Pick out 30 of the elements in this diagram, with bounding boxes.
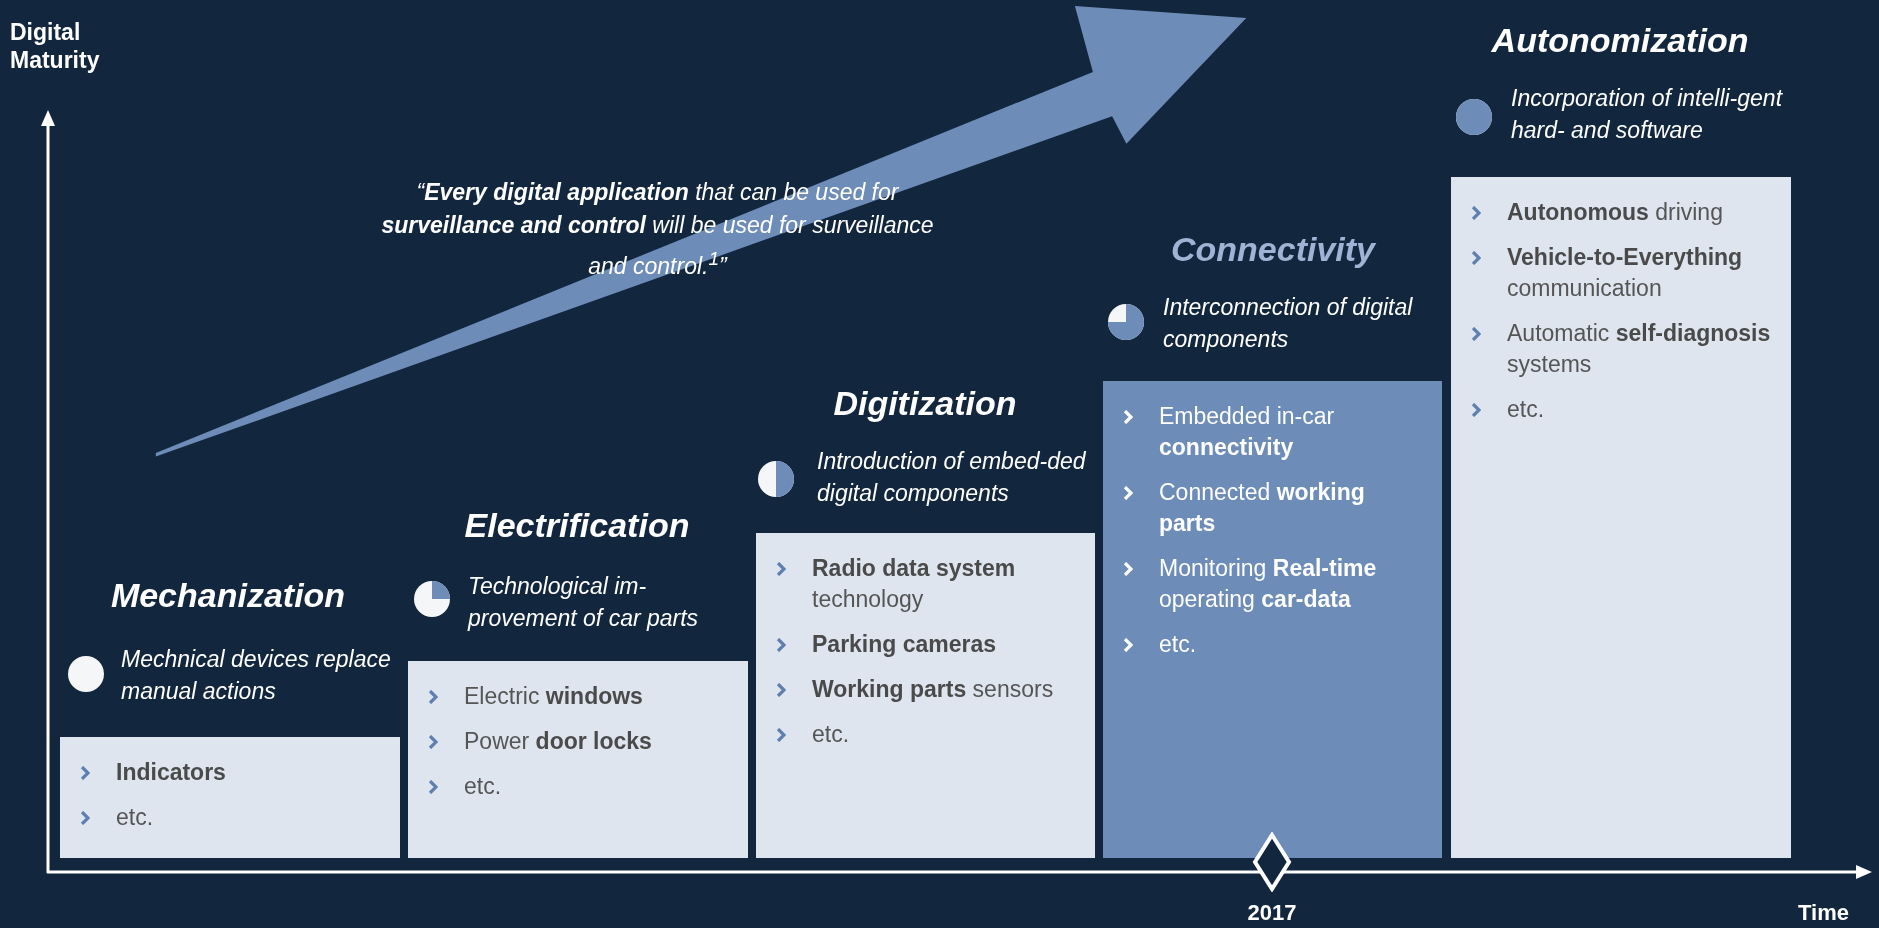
axis-title: Time bbox=[1798, 900, 1850, 926]
list-item-text: Vehicle-to-Everything communication bbox=[1507, 243, 1744, 303]
stage-title: Electrification bbox=[463, 505, 691, 545]
list-item-text: etc. bbox=[1159, 630, 1198, 659]
list-item-text: Radio data system technology bbox=[812, 554, 1017, 614]
list-item-text: Connected working parts bbox=[1159, 478, 1366, 538]
list-item-text: Embedded in-car connectivity bbox=[1159, 402, 1336, 462]
list-item-text: Indicators bbox=[116, 758, 227, 787]
list-item-text: Working parts sensors bbox=[812, 675, 1055, 704]
list-item-text: etc. bbox=[1507, 395, 1546, 424]
list-item-text: Electric windows bbox=[464, 682, 644, 711]
list-item-text: Parking cameras bbox=[812, 630, 998, 659]
list-item-text: Automatic self-diagnosis systems bbox=[1507, 319, 1772, 379]
stage-title: Mechanization bbox=[109, 575, 347, 615]
list-item-text: etc. bbox=[812, 720, 851, 749]
stage-title: Connectivity bbox=[1169, 229, 1377, 269]
stage-description: Interconnection of digital components bbox=[1163, 293, 1414, 354]
stage-description: Introduction of embed-ded digital components bbox=[817, 447, 1087, 508]
list-item-text: Autonomous driving bbox=[1507, 198, 1724, 227]
stage-title: Autonomization bbox=[1490, 20, 1750, 60]
stage-description: Technological im-provement of car parts bbox=[468, 572, 700, 633]
year-label: 2017 bbox=[1246, 900, 1298, 926]
stage-description: Incorporation of intelli-gent hard- and software bbox=[1511, 84, 1784, 145]
list-item-text: etc. bbox=[116, 803, 155, 832]
list-item-text: Monitoring Real-time operating car-data bbox=[1159, 554, 1378, 614]
stage-description: Mechnical devices replace manual actions bbox=[121, 645, 392, 706]
list-item-text: Power door locks bbox=[464, 727, 653, 756]
stage-title: Digitization bbox=[832, 383, 1018, 423]
axis-title: Digital Maturity bbox=[10, 18, 101, 74]
list-item-text: etc. bbox=[464, 772, 503, 801]
